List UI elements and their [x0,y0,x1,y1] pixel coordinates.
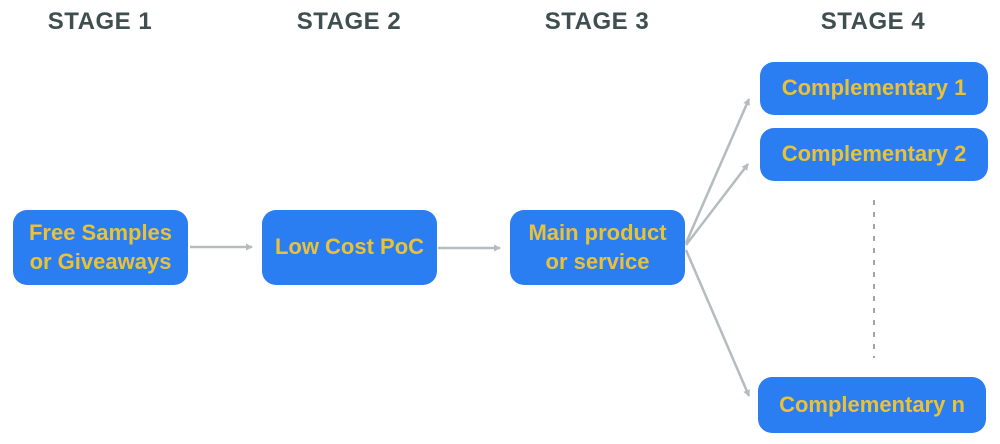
node-label: Complementary n [779,391,965,417]
stage-2-label: STAGE 2 [296,8,402,35]
node-complementary-n: Complementary n [758,377,986,433]
node-label: Complementary 1 [781,75,967,101]
stage-4-label: STAGE 4 [820,8,926,35]
node-label: Low Cost PoC [274,234,425,260]
node-complementary-1: Complementary 1 [760,62,988,115]
node-low-cost-poc: Low Cost PoC [262,210,437,285]
arrow-stage3-to-complementary1 [684,98,751,244]
node-complementary-2: Complementary 2 [760,128,988,181]
node-free-samples-or-giveaways: Free Samples or Giveaways [13,210,188,285]
stage-1-label: STAGE 1 [47,8,153,35]
stage-3-label: STAGE 3 [544,8,650,35]
node-label: Free Samples or Giveaways [28,219,173,274]
node-main-product-or-service: Main product or service [510,210,685,285]
arrow-stage3-to-complementary2 [685,163,749,246]
arrow-stage3-to-complementary-n [684,249,751,397]
node-label: Main product or service [528,219,667,274]
node-label: Complementary 2 [781,141,967,167]
